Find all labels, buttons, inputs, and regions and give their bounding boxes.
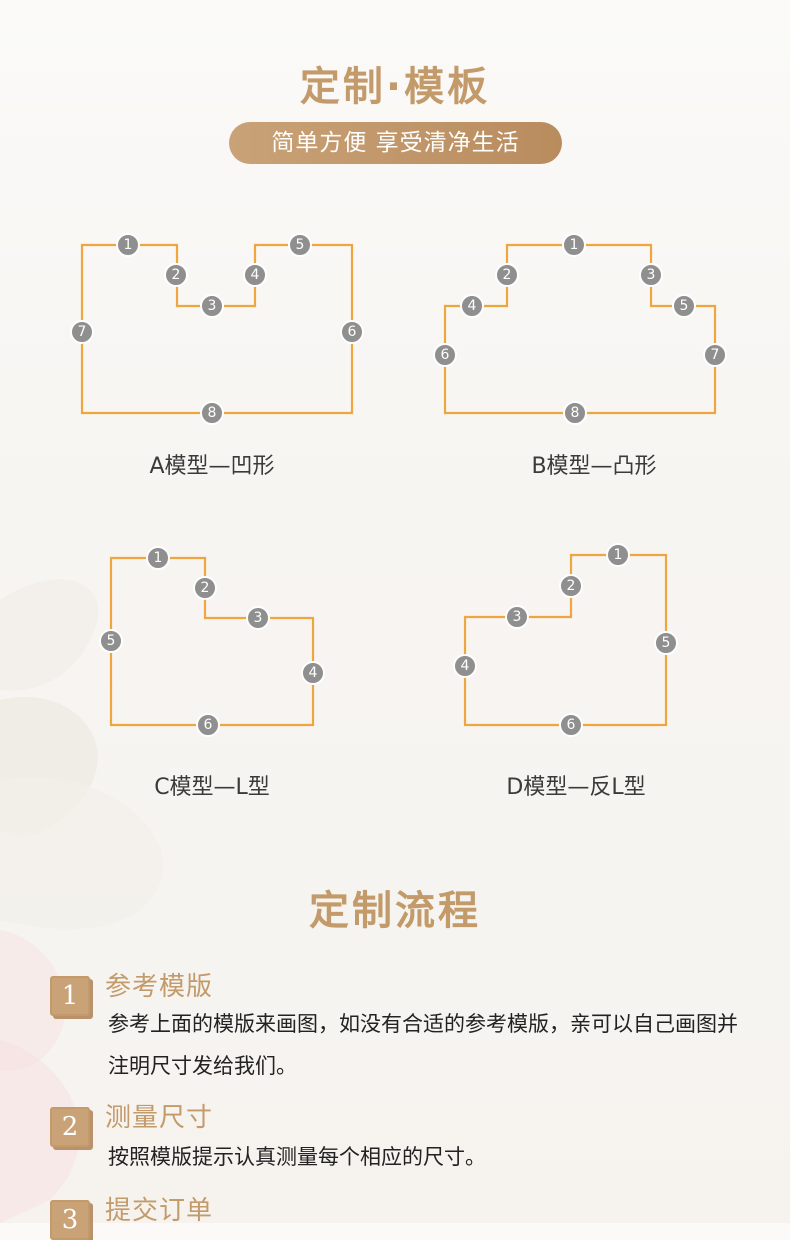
templates-title: 定制·模板 <box>299 64 491 110</box>
svg-text:1: 1 <box>614 547 623 563</box>
model-c-marker-1: 1 <box>146 546 170 570</box>
step-2-number-badge: 2 <box>50 1107 90 1147</box>
model-c-marker-5: 5 <box>99 629 123 653</box>
model-d-outline <box>463 553 668 727</box>
model-a-marker-3: 3 <box>200 294 224 318</box>
model-a-marker-2: 2 <box>164 263 188 287</box>
svg-text:3: 3 <box>513 609 522 625</box>
model-b-marker-3: 3 <box>639 263 663 287</box>
model-c-outline <box>109 556 315 727</box>
step-1-description: 参考上面的模版来画图，如没有合适的参考模版，亲可以自己画图并注明尺寸发给我们。 <box>108 1012 738 1078</box>
model-a-marker-1: 1 <box>116 233 140 257</box>
svg-text:5: 5 <box>107 633 116 649</box>
templates-subtitle-pill: 简单方便 享受清净生活 <box>229 122 562 164</box>
model-b-marker-2: 2 <box>495 263 519 287</box>
model-a-marker-6: 6 <box>340 320 364 344</box>
svg-text:4: 4 <box>251 267 260 283</box>
model-c-marker-3: 3 <box>246 606 270 630</box>
step-3-number-badge: 3 <box>50 1200 90 1240</box>
svg-text:2: 2 <box>503 267 512 283</box>
svg-text:7: 7 <box>711 347 720 363</box>
model-c-diagram: 1 2 3 4 5 6 <box>99 546 325 737</box>
model-b-marker-7: 7 <box>703 343 727 367</box>
model-c-caption: C模型—L型 <box>154 775 270 800</box>
svg-text:3: 3 <box>647 267 656 283</box>
svg-text:2: 2 <box>201 580 210 596</box>
model-a-diagram: 1 2 3 4 5 6 7 8 <box>70 233 364 425</box>
model-d-marker-4: 4 <box>453 654 477 678</box>
svg-text:6: 6 <box>204 717 213 733</box>
svg-text:4: 4 <box>309 665 318 681</box>
model-b-marker-1: 1 <box>562 233 586 257</box>
svg-text:2: 2 <box>172 267 181 283</box>
svg-text:5: 5 <box>662 635 671 651</box>
svg-text:5: 5 <box>296 237 305 253</box>
svg-text:1: 1 <box>570 237 579 253</box>
svg-text:2: 2 <box>567 578 576 594</box>
model-a-marker-8: 8 <box>200 401 224 425</box>
model-d-diagram: 1 2 3 4 5 6 <box>453 543 678 737</box>
svg-text:4: 4 <box>468 298 477 314</box>
model-a-marker-4: 4 <box>243 263 267 287</box>
step-2-title: 测量尺寸 <box>105 1103 214 1133</box>
svg-text:6: 6 <box>348 324 357 340</box>
svg-text:3: 3 <box>208 298 217 314</box>
process-title: 定制流程 <box>309 888 481 934</box>
model-a-marker-5: 5 <box>288 233 312 257</box>
step-1-number-badge: 1 <box>50 976 90 1016</box>
step-2-description: 按照模版提示认真测量每个相应的尺寸。 <box>108 1145 486 1169</box>
model-b-outline <box>443 243 717 415</box>
step-3-title: 提交订单 <box>105 1196 214 1226</box>
step-1-title: 参考模版 <box>105 972 214 1002</box>
model-a-caption: A模型—凹形 <box>149 454 275 479</box>
svg-text:1: 1 <box>154 550 163 566</box>
model-d-marker-1: 1 <box>606 543 630 567</box>
model-d-marker-3: 3 <box>505 605 529 629</box>
svg-text:6: 6 <box>441 347 450 363</box>
model-a-marker-7: 7 <box>70 320 94 344</box>
svg-text:1: 1 <box>124 237 133 253</box>
model-c-marker-2: 2 <box>193 576 217 600</box>
svg-text:5: 5 <box>680 298 689 314</box>
svg-text:6: 6 <box>567 717 576 733</box>
model-a-outline <box>80 243 354 415</box>
template-diagrams: .ol { fill: none; stroke: #f0a63f; strok… <box>70 233 727 737</box>
model-b-marker-6: 6 <box>433 343 457 367</box>
model-b-marker-5: 5 <box>672 294 696 318</box>
model-d-marker-2: 2 <box>559 574 583 598</box>
model-d-marker-6: 6 <box>559 713 583 737</box>
svg-text:8: 8 <box>208 405 217 421</box>
model-b-caption: B模型—凸形 <box>531 454 657 479</box>
svg-text:3: 3 <box>254 610 263 626</box>
model-b-marker-8: 8 <box>563 401 587 425</box>
model-d-marker-5: 5 <box>654 631 678 655</box>
svg-text:4: 4 <box>461 658 470 674</box>
model-b-marker-4: 4 <box>460 294 484 318</box>
model-b-diagram: 1 2 3 4 5 6 7 8 <box>433 233 727 425</box>
model-d-caption: D模型—反L型 <box>506 775 646 800</box>
svg-text:8: 8 <box>571 405 580 421</box>
svg-text:7: 7 <box>78 324 87 340</box>
model-c-marker-4: 4 <box>301 661 325 685</box>
model-c-marker-6: 6 <box>196 713 220 737</box>
